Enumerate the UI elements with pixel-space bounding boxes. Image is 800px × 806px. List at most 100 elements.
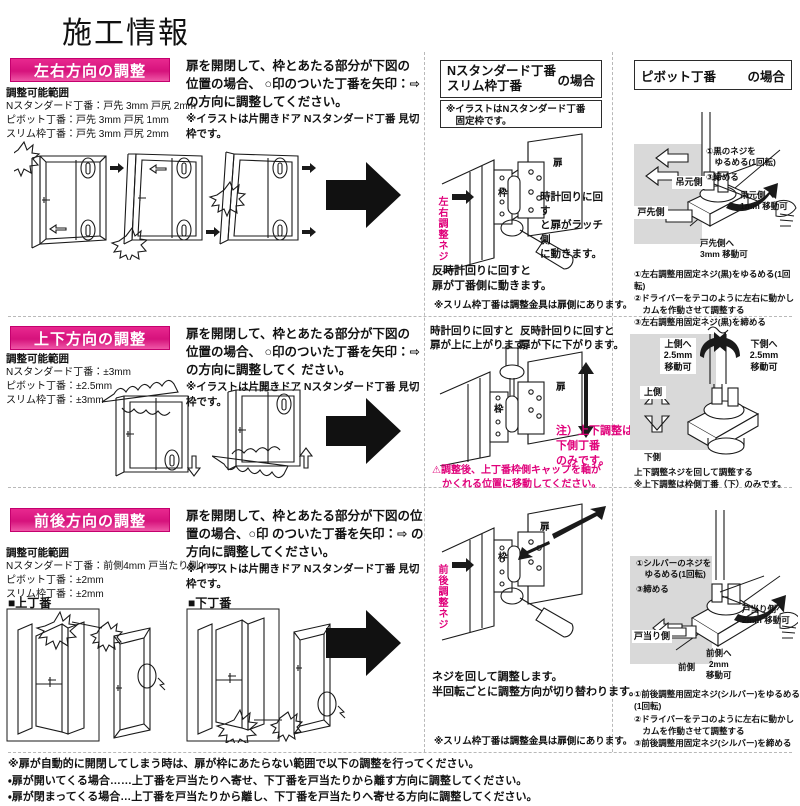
range-box-left-right: 調整可能範囲 Nスタンダード丁番：戸先 3mm 戸尻 2mm ピボット丁番：戸先… [6,86,196,142]
hinge-diagram-ud [432,346,612,466]
pivot-fb-step1: ①シルバーのネジを ゆるめる(1回転) [636,558,711,580]
dn-line1: 下側へ [750,339,778,349]
hinge-diagram-fb [432,500,612,650]
pivot-lr-move-up: 吊元側へ 1mm 移動可 [740,190,788,212]
subhead-lower-hinge: ■下丁番 [188,596,232,610]
dn-line3: 移動可 [750,361,778,372]
pivot-lr-step-item: ①左右調整用固定ネジ(黒)をゆるめる(1回転) [634,269,791,292]
pivot-lr-steps: ①左右調整用固定ネジ(黒)をゆるめる(1回転) ②ドライバーをテコのように左右に… [634,268,800,328]
caution-line-3: のみです。 [556,454,610,467]
caution-line-1: 注）上下調整は [556,425,633,437]
fb-description: ネジを回して調整します。 半回転ごとに調整方向が切り替わります。 [432,670,640,700]
page-title: 施工情報 [62,17,190,50]
pivot-ud-down-label: 下側 [644,452,662,462]
lr-footnote: ※スリム枠丁番は調整金具は扉側にあります。 [434,300,633,311]
step1-line1: ①黒のネジを [706,146,756,156]
footer-notes: ※扉が自動的に開閉してしまう時は、扉が枠にあたらない範囲で以下の調整を行ってくだ… [8,756,538,806]
subhead-upper-hinge: ■上丁番 [8,596,52,610]
door-diagram-lr-3 [206,140,316,260]
hinge-diagram-lr [432,132,612,272]
label-door-fb: 扉 [540,522,550,533]
section-header-up-down: 上下方向の調整 [10,326,170,350]
range-title: 調整可能範囲 [6,87,69,99]
section-header-front-back: 前後方向の調整 [10,508,170,532]
fb-desc-line-2: 半回転ごとに調整方向が切り替わります。 [432,685,640,698]
col3-header-box: ピボット丁番 の場合 [634,60,792,90]
pivot-diagram-ud [630,326,798,461]
lead-note: ※イラストは片開きドア Nスタンダード丁番 見切枠です。 [186,563,420,591]
col2-note-line1: ※イラストはNスタンダード丁番 [446,104,586,115]
fb-move-b-line3: 移動可 [706,670,732,681]
pivot-lr-step1: ①黒のネジを ゆるめる(1回転) [706,146,776,168]
move-up-line2: 1mm 移動可 [740,201,788,212]
lead-line-1: 扉を開閉して、枠とあたる部分が下図の位置の場合、 [186,59,411,91]
range-item: スリム枠丁番：±2mm [6,589,104,601]
col3-header-right: の場合 [747,69,785,84]
pivot-ud-up-chip: 上側へ 2.5mm 移動可 [660,338,696,374]
cw-line-3: に動きます。 [540,247,602,260]
pivot-lr-step-item: ③左右調整用固定ネジ(黒)を締める [634,317,766,328]
range-title: 調整可能範囲 [6,353,69,365]
range-item: Nスタンダード丁番：前側4mm 戸当たり側0mm [6,561,221,573]
door-diagram-ud-2 [212,378,322,483]
fb-screw-label: 前後調整ネジ [436,564,447,630]
column-divider-left [424,52,425,752]
col2-header-line1: Nスタンダード丁番 [447,64,557,78]
label-door-lr: 扉 [553,158,563,169]
move-dn-line1: 戸先側へ [700,238,735,248]
pivot-fb-front-side: 前側 [678,662,696,672]
lead-line-3: ださい。 [301,362,352,377]
ud-caution: 注）上下調整は 下側丁番 のみです。 [556,424,633,469]
big-arrow-ud [326,396,402,471]
footer-line-2: ・扉が開いてくる場合……上丁番を戸当たりへ寄せ、下丁番を戸当たりから離す方向に調… [8,774,528,787]
dn-line2: 2.5mm [749,350,779,361]
step1-line2: ゆるめる(1回転) [706,157,776,168]
warn-line-2: かくれる位置に移動してください。 [432,478,602,490]
pivot-fb-step-item: ③前後調整用固定ネジ(シルバー)を締める [634,738,792,749]
ccw-line-2: 扉が丁番側に動きます。 [432,279,552,292]
cw-line-1: 時計回りに回すと [430,325,514,337]
lead-line-2: ○印のついた丁番を矢印：⇨ の方向に調整してく [186,344,421,377]
warn-line-1: ⚠調整後、上丁番枠側キャップを軸が [432,465,601,476]
door-diagram-ud-1 [100,378,210,483]
pivot-lr-latch-side: 戸先側 [634,206,668,220]
col2-header-right: の場合 [557,73,595,88]
footer-line-1: ※扉が自動的に開閉してしまう時は、扉が枠にあたらない範囲で以下の調整を行ってくだ… [8,758,480,770]
pivot-fb-step-item: ②ドライバーをテコのように左右に動かし [634,713,795,724]
lead-line-1: 扉を開閉して、枠とあたる部分が下図の位置の場合、 [186,327,411,359]
move-dn-line2: 3mm 移動可 [700,249,748,260]
lead-line-1: 扉を開閉して、枠とあたる部分が下図の位置の場合、○印 [186,509,423,541]
ccw-line-1: 反時計回りに回すと [520,325,615,337]
cw-line-1: 時計回りに回す [540,191,603,218]
col2-note-line2: 固定枠です。 [446,116,512,128]
lr-clockwise-caption: 時計回りに回す と扉がラッチ側 に動きます。 [540,190,612,261]
pivot-fb-step-item: カムを作動させて調整する [634,725,745,736]
cw-line-2: と扉がラッチ側 [540,219,603,246]
pivot-lr-step-item: ②ドライバーをテコのように左右に動かし [634,293,795,304]
big-arrow-fb [326,608,402,683]
door-diagram-fb-upper [6,608,181,743]
pivot-fb-steps: ①前後調整用固定ネジ(シルバー)をゆるめる(1回転) ②ドライバーをテコのように… [634,688,800,750]
ccw-line-1: 反時計回りに回すと [432,265,531,277]
lr-screw-label: 左右調整ネジ [436,196,447,262]
pivot-ud-note-2: ※上下調整は枠側丁番（下）のみです。 [634,479,786,490]
range-item: ピボット丁番：戸先 3mm 戸尻 1mm [6,115,169,127]
door-diagram-lr-2 [110,140,220,260]
range-item: ピボット丁番：±2mm [6,575,104,587]
lead-line-2: ○印のついた丁番を矢印：⇨ の方向に調整してください。 [186,76,421,109]
range-item: スリム枠丁番：±3mm [6,395,104,407]
ud-warning: ⚠調整後、上丁番枠側キャップを軸が かくれる位置に移動してください。 [432,464,601,491]
up-line3: 移動可 [664,361,692,372]
fb-move-a-line1: 戸当り側へ [742,604,785,614]
row-divider-1 [8,316,792,317]
column-divider-right [612,52,613,752]
label-frame-ud: 枠 [494,404,504,415]
section-lead-left-right: 扉を開閉して、枠とあたる部分が下図の位置の場合、 ○印のついた丁番を矢印：⇨ の… [186,58,421,142]
fb-move-b-line2: 2mm [708,659,729,670]
pivot-fb-move-b: 前側へ 2mm 移動可 [706,648,732,682]
section-lead-up-down: 扉を開閉して、枠とあたる部分が下図の位置の場合、 ○印のついた丁番を矢印：⇨ の… [186,326,421,410]
pivot-fb-step3: ③締める [636,584,669,594]
footer-line-3: ・扉が閉まってくる場合…上丁番を戸当たりから離し、下丁番を戸当たりへ寄せる方向に… [8,791,538,803]
row-divider-3 [8,752,792,753]
